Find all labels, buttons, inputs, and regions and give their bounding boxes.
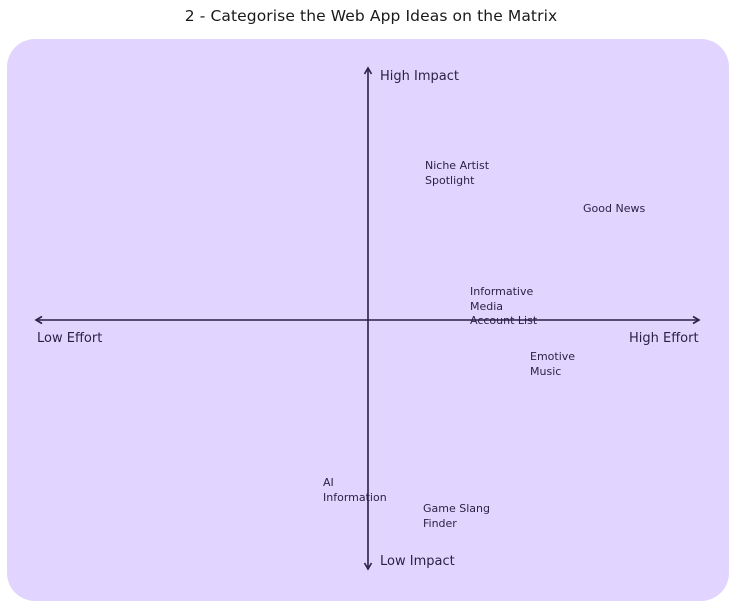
- effort-axis-arrow-right: [692, 315, 701, 325]
- effort-axis-arrow-left: [34, 315, 43, 325]
- axis-label-high-impact: High Impact: [380, 69, 459, 84]
- impact-axis-arrow-bottom: [363, 562, 373, 571]
- axis-label-high-effort: High Effort: [629, 331, 699, 346]
- axis-label-low-effort: Low Effort: [37, 331, 103, 346]
- idea-card-good-news[interactable]: Good News: [583, 202, 646, 215]
- idea-card-game-slang-finder[interactable]: Game Slang Finder: [423, 502, 490, 530]
- axis-label-low-impact: Low Impact: [380, 554, 455, 569]
- idea-card-ai-information[interactable]: AI Information: [323, 476, 387, 504]
- impact-axis-arrow-top: [363, 66, 373, 75]
- idea-card-niche-artist-spotlight[interactable]: Niche Artist Spotlight: [425, 159, 490, 187]
- page-title: 2 - Categorise the Web App Ideas on the …: [184, 7, 558, 25]
- idea-card-informative-media-account-list[interactable]: Informative Media Account List: [470, 285, 538, 327]
- idea-card-emotive-music[interactable]: Emotive Music: [530, 350, 576, 378]
